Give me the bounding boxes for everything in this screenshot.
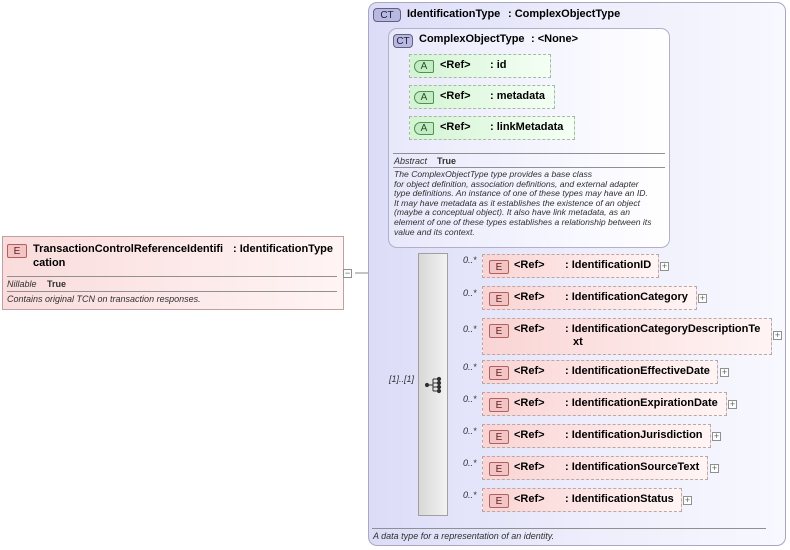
element-badge-icon: E — [489, 260, 509, 274]
element-name: : IdentificationExpirationDate — [565, 397, 718, 409]
attribute-name: : metadata — [490, 90, 546, 102]
element-ref: <Ref> — [514, 365, 545, 377]
complex-type-badge-icon: CT — [393, 34, 413, 48]
element-badge-icon: E — [489, 494, 509, 508]
element-ref: <Ref> — [514, 493, 545, 505]
expand-icon[interactable]: + — [660, 261, 669, 271]
sequence-multiplicity: [1]..[1] — [389, 374, 415, 384]
sequence-box[interactable] — [418, 253, 448, 516]
attribute-metadata[interactable]: A <Ref> : metadata — [409, 85, 555, 109]
element-name: : IdentificationStatus — [565, 493, 674, 505]
description-line: type definitions. An instance of one of … — [394, 188, 648, 199]
outer-type-description: A data type for a representation of an i… — [373, 531, 555, 541]
attribute-id[interactable]: A <Ref> : id — [409, 54, 551, 78]
element-multiplicity: 0..* — [463, 324, 477, 334]
expand-icon[interactable]: + — [698, 293, 707, 303]
description-line: element of one of these types establishe… — [394, 216, 652, 227]
nillable-value: True — [47, 279, 67, 289]
main-element-type: : IdentificationType — [233, 243, 334, 255]
expand-icon[interactable]: + — [773, 330, 782, 340]
description-line: for object definition, association defin… — [394, 178, 639, 189]
attribute-name: : linkMetadata — [490, 121, 564, 133]
element-identification-source-text[interactable]: E <Ref> : IdentificationSourceText — [482, 456, 708, 480]
element-multiplicity: 0..* — [463, 490, 477, 500]
attribute-badge-icon: A — [414, 60, 434, 73]
expand-icon[interactable]: + — [712, 431, 721, 441]
element-ref: <Ref> — [514, 397, 545, 409]
abstract-label: Abstract — [394, 156, 428, 166]
description-line: value and its context. — [394, 226, 475, 237]
element-badge-icon: E — [489, 324, 509, 338]
expand-icon[interactable]: + — [728, 399, 737, 409]
description-line: (maybe a conceptual object). It also hav… — [394, 207, 630, 218]
element-name-cont: xt — [573, 336, 583, 348]
element-identification-effective-date[interactable]: E <Ref> : IdentificationEffectiveDate — [482, 360, 718, 384]
element-badge-icon: E — [7, 244, 27, 258]
abstract-value: True — [437, 156, 457, 166]
element-ref: <Ref> — [514, 291, 545, 303]
description-line: The ComplexObjectType type provides a ba… — [394, 169, 593, 179]
complex-type-badge-icon: CT — [373, 8, 401, 22]
expand-icon[interactable]: + — [710, 463, 719, 473]
sequence-icon — [425, 376, 442, 394]
element-ref: <Ref> — [514, 259, 545, 271]
element-multiplicity: 0..* — [463, 426, 477, 436]
attribute-ref: <Ref> — [440, 121, 471, 133]
expand-icon[interactable]: − — [343, 268, 352, 278]
element-badge-icon: E — [489, 366, 509, 380]
nillable-label: Nillable — [7, 279, 37, 289]
inner-type-title: ComplexObjectType — [419, 33, 525, 45]
element-name: : IdentificationJurisdiction — [565, 429, 703, 441]
attribute-badge-icon: A — [414, 122, 434, 135]
element-multiplicity: 0..* — [463, 362, 477, 372]
divider — [393, 167, 665, 168]
expand-icon[interactable]: + — [683, 495, 692, 505]
element-badge-icon: E — [489, 398, 509, 412]
element-identification-status[interactable]: E <Ref> : IdentificationStatus — [482, 488, 682, 512]
element-identification-jurisdiction[interactable]: E <Ref> : IdentificationJurisdiction — [482, 424, 711, 448]
element-ref: <Ref> — [514, 323, 545, 335]
element-ref: <Ref> — [514, 461, 545, 473]
attribute-name: : id — [490, 59, 507, 71]
attribute-ref: <Ref> — [440, 90, 471, 102]
element-ref: <Ref> — [514, 429, 545, 441]
attribute-badge-icon: A — [414, 91, 434, 104]
outer-type-title: IdentificationType — [407, 8, 501, 20]
outer-type-base: : ComplexObjectType — [508, 8, 621, 20]
element-name: : IdentificationCategoryDescriptionTe — [565, 323, 761, 335]
element-identification-category-description-text[interactable]: E <Ref> : IdentificationCategoryDescript… — [482, 318, 772, 355]
attribute-ref: <Ref> — [440, 59, 471, 71]
element-identification-expiration-date[interactable]: E <Ref> : IdentificationExpirationDate — [482, 392, 727, 416]
main-element-box[interactable]: E TransactionControlReferenceIdentifi : … — [2, 236, 344, 310]
expand-icon[interactable]: + — [720, 367, 729, 377]
element-multiplicity: 0..* — [463, 394, 477, 404]
divider — [393, 153, 665, 154]
inner-type-description: The ComplexObjectType type provides a ba… — [394, 169, 668, 237]
main-element-name-cont: cation — [33, 257, 66, 269]
attribute-link-metadata[interactable]: A <Ref> : linkMetadata — [409, 116, 575, 140]
element-identification-id[interactable]: E <Ref> : IdentificationID — [482, 254, 659, 278]
element-badge-icon: E — [489, 462, 509, 476]
description-line: It may have metadata as it establishes t… — [394, 197, 641, 208]
element-multiplicity: 0..* — [463, 288, 477, 298]
element-multiplicity: 0..* — [463, 255, 477, 265]
main-element-description: Contains original TCN on transaction res… — [7, 294, 201, 304]
element-badge-icon: E — [489, 292, 509, 306]
element-name: : IdentificationSourceText — [565, 461, 700, 473]
element-multiplicity: 0..* — [463, 458, 477, 468]
element-badge-icon: E — [489, 430, 509, 444]
element-identification-category[interactable]: E <Ref> : IdentificationCategory — [482, 286, 697, 310]
element-name: : IdentificationEffectiveDate — [565, 365, 710, 377]
divider — [7, 291, 337, 292]
element-name: : IdentificationCategory — [565, 291, 688, 303]
element-name: : IdentificationID — [565, 259, 652, 271]
divider — [372, 528, 766, 529]
main-element-name: TransactionControlReferenceIdentifi — [33, 243, 224, 255]
divider — [7, 276, 337, 277]
inner-type-base: : <None> — [531, 33, 579, 45]
